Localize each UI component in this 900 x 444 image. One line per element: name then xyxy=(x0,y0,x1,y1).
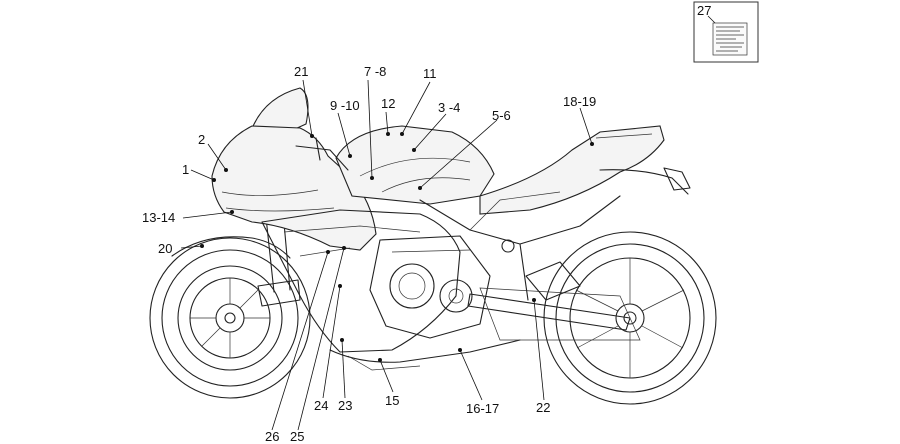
callout-3-4: 3 -4 xyxy=(438,100,460,115)
callout-15: 15 xyxy=(385,393,399,408)
callout-18-19: 18-19 xyxy=(563,94,596,109)
callout-5-6: 5-6 xyxy=(492,108,511,123)
decal-sheet-inset: 27 xyxy=(693,1,759,63)
callout-9-10: 9 -10 xyxy=(330,98,360,113)
callout-21: 21 xyxy=(294,64,308,79)
callout-2: 2 xyxy=(198,132,205,147)
seat-tail xyxy=(479,125,665,215)
callout-labels: 1 2 3 -4 5-6 7 -8 9 -10 11 12 13-14 15 1… xyxy=(142,64,596,444)
callout-12: 12 xyxy=(381,96,395,111)
swingarm xyxy=(467,261,641,341)
callout-7-8: 7 -8 xyxy=(364,64,386,79)
fuel-tank xyxy=(335,125,495,205)
callout-25: 25 xyxy=(290,429,304,444)
engine xyxy=(369,235,491,339)
callout-20: 20 xyxy=(158,241,172,256)
front-wheel xyxy=(149,237,311,399)
callout-1: 1 xyxy=(182,162,189,177)
callout-13-14: 13-14 xyxy=(142,210,175,225)
callout-23: 23 xyxy=(338,398,352,413)
callout-26: 26 xyxy=(265,429,279,444)
front-fender xyxy=(171,236,291,259)
windscreen xyxy=(249,87,309,135)
callout-27: 27 xyxy=(697,3,711,18)
side-fairing xyxy=(261,209,461,353)
callout-11: 11 xyxy=(423,66,437,81)
motorcycle-drawing xyxy=(149,87,717,405)
callout-16-17: 16-17 xyxy=(466,401,499,416)
leader-lines xyxy=(180,79,594,431)
callout-22: 22 xyxy=(536,400,550,415)
callout-24: 24 xyxy=(314,398,328,413)
front-fairing xyxy=(211,125,377,251)
decal-sheet-graphic xyxy=(712,22,748,56)
belly-pan xyxy=(329,339,521,363)
